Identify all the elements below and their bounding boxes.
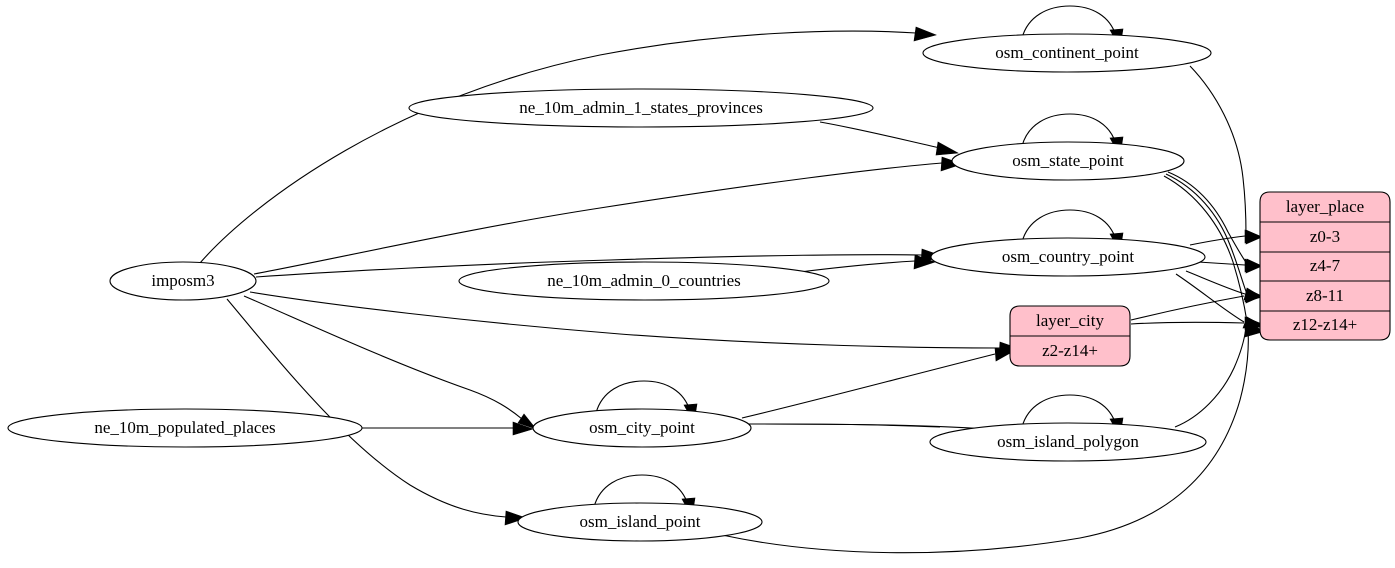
- node-shape-osm_state_point[interactable]: [951, 141, 1185, 181]
- node-label-ne_10m_admin_0_countries: ne_10m_admin_0_countries: [547, 271, 741, 290]
- node-label-osm_country_point: osm_country_point: [1002, 247, 1134, 266]
- edge-imposm3-to-layer_city: [249, 291, 1021, 357]
- record-node-layer: layer_place z0-3 z4-7 z8-11 z12-z14+ lay…: [1009, 191, 1391, 367]
- record-frame-layer_place: [1259, 191, 1391, 341]
- node-shape-imposm3[interactable]: [109, 261, 257, 301]
- edge-osm_island_point-to-layer_place-z12-z14: [721, 324, 1263, 554]
- node-label-osm_city_point: osm_city_point: [589, 418, 695, 437]
- node-layer: imposm3 ne_10m_admin_1_states_provinces …: [7, 33, 1212, 542]
- edge-ne_10m_populated_places-to-osm_city_point: [362, 421, 534, 436]
- edge-layer_city-to-layer_place-z12-z14: [1130, 316, 1263, 331]
- node-label-osm_island_point: osm_island_point: [580, 512, 701, 531]
- node-ne_10m_populated_places[interactable]: ne_10m_populated_places: [7, 408, 363, 448]
- node-shape-osm_continent_point[interactable]: [922, 33, 1212, 73]
- node-osm_country_point[interactable]: osm_country_point: [930, 237, 1206, 277]
- node-shape-osm_city_point[interactable]: [532, 408, 752, 448]
- node-osm_continent_point[interactable]: osm_continent_point: [922, 33, 1212, 73]
- record-row-layer_city-title: layer_city: [1036, 311, 1104, 330]
- node-ne_10m_admin_0_countries[interactable]: ne_10m_admin_0_countries: [458, 261, 830, 301]
- edge-osm_continent_point-to-layer_place-z0-3: [1189, 65, 1263, 245]
- node-shape-osm_island_polygon[interactable]: [929, 422, 1207, 462]
- node-label-ne_10m_populated_places: ne_10m_populated_places: [94, 418, 275, 437]
- node-shape-ne_10m_populated_places[interactable]: [7, 408, 363, 448]
- edge-imposm3-to-osm_continent_point: [199, 26, 937, 264]
- record-row-layer_place-z8-11[interactable]: z8-11: [1306, 286, 1344, 305]
- node-osm_city_point[interactable]: osm_city_point: [532, 408, 752, 448]
- edge-imposm3-to-osm_island_point: [226, 298, 527, 526]
- node-shape-osm_island_point[interactable]: [517, 502, 763, 542]
- record-row-layer_city-z2-z14[interactable]: z2-z14+: [1042, 341, 1098, 360]
- edge-osm_country_point-to-layer_place-z0-3: [1189, 229, 1263, 246]
- node-shape-osm_country_point[interactable]: [930, 237, 1206, 277]
- edge-imposm3-to-osm_city_point: [243, 295, 537, 430]
- record-node-layer_place[interactable]: layer_place z0-3 z4-7 z8-11 z12-z14+: [1259, 191, 1391, 341]
- node-osm_state_point[interactable]: osm_state_point: [951, 141, 1185, 181]
- edge-imposm3-to-osm_state_point: [253, 156, 963, 275]
- node-osm_island_point[interactable]: osm_island_point: [517, 502, 763, 542]
- record-row-layer_place-z4-7[interactable]: z4-7: [1310, 256, 1341, 275]
- edge-layer: [199, 5, 1263, 554]
- node-shape-ne_10m_admin_1_states_provinces[interactable]: [408, 88, 874, 128]
- edge-ne_10m_admin_0_countries-to-osm_country_point: [799, 254, 936, 273]
- node-label-ne_10m_admin_1_states_provinces: ne_10m_admin_1_states_provinces: [519, 98, 763, 117]
- record-row-layer_place-z0-3[interactable]: z0-3: [1310, 227, 1340, 246]
- record-node-layer_city[interactable]: layer_city z2-z14+: [1009, 305, 1131, 367]
- edge-osm_country_point-to-layer_place-z4-7: [1197, 258, 1263, 273]
- edge-ne_10m_admin_1_states_provinces-to-osm_state_point: [819, 121, 960, 156]
- node-imposm3[interactable]: imposm3: [109, 261, 257, 301]
- node-label-osm_island_polygon: osm_island_polygon: [997, 432, 1139, 451]
- edge-osm_city_point-to-layer_city-z2-z14: [741, 347, 1013, 419]
- node-label-imposm3: imposm3: [151, 271, 214, 290]
- node-osm_island_polygon[interactable]: osm_island_polygon: [929, 422, 1207, 462]
- node-shape-ne_10m_admin_0_countries[interactable]: [458, 261, 830, 301]
- edge-layer_city-to-layer_place-z8-11: [1130, 289, 1263, 321]
- node-label-osm_continent_point: osm_continent_point: [995, 43, 1139, 62]
- node-label-osm_state_point: osm_state_point: [1012, 151, 1124, 170]
- node-ne_10m_admin_1_states_provinces[interactable]: ne_10m_admin_1_states_provinces: [408, 88, 874, 128]
- record-row-layer_place-z12-z14[interactable]: z12-z14+: [1293, 315, 1357, 334]
- edge-osm_island_polygon-to-layer_place-z12-z14: [1174, 321, 1263, 428]
- record-row-layer_place-title: layer_place: [1286, 197, 1364, 216]
